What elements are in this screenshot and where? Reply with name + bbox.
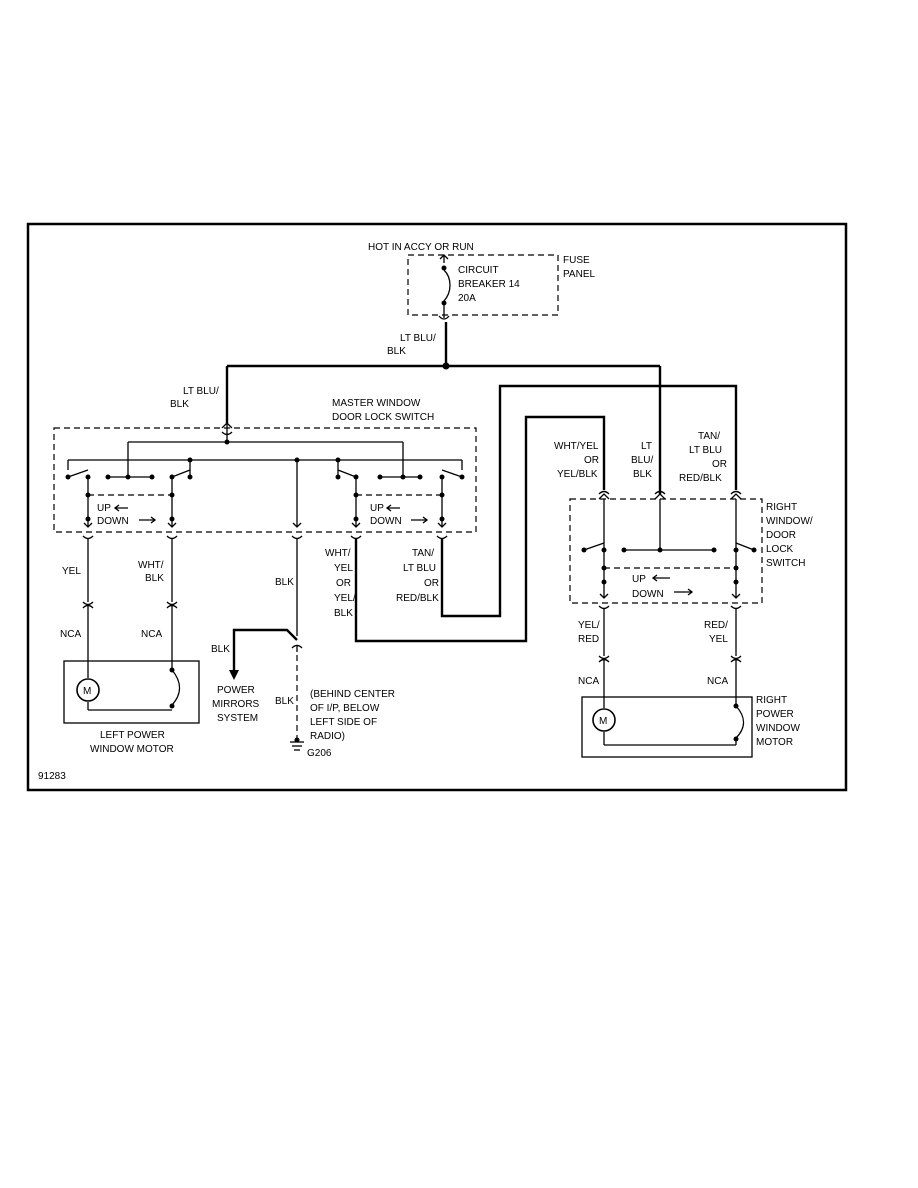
right-out2-label-2: YEL [709, 634, 728, 645]
left-connector-label-2: NCA [141, 629, 162, 640]
main-feed-wire [227, 315, 660, 370]
right-in2-label-3: BLK [633, 469, 652, 480]
right-motor-label-3: WINDOW [756, 723, 800, 734]
diagram-id: 91283 [38, 771, 66, 782]
hot-label: HOT IN ACCY OR RUN [368, 242, 474, 253]
left-motor-wires [82, 535, 178, 672]
ground-id-label: G206 [307, 748, 332, 759]
right-in3-label-1: TAN/ [698, 431, 720, 442]
right-in3-label-2: LT BLU [689, 445, 722, 456]
right-motor-label-4: MOTOR [756, 737, 793, 748]
breaker-label-2: BREAKER 14 [458, 279, 520, 290]
left-up-wire-label: YEL [62, 566, 81, 577]
master-out2-label-2: LT BLU [403, 563, 436, 574]
right-down-label: DOWN [632, 589, 664, 600]
ground-note-4: RADIO) [310, 731, 345, 742]
master-switch-label-2: DOOR LOCK SWITCH [332, 412, 434, 423]
right-in2-label-1: LT [641, 441, 652, 452]
master-ground-wire-label: BLK [275, 577, 294, 588]
right-connector-label-1: NCA [578, 676, 599, 687]
master-out1-label-5: BLK [334, 608, 353, 619]
right-switch-label-3: DOOR [766, 530, 796, 541]
master-out1-label-4: YEL/ [334, 593, 356, 604]
master-out1-label-3: OR [336, 578, 351, 589]
left-down-wire-label-2: BLK [145, 573, 164, 584]
right-switch-internals [581, 490, 757, 599]
right-up-label: UP [632, 574, 646, 585]
right-in1-label-2: OR [584, 455, 599, 466]
left-motor-label-2: WINDOW MOTOR [90, 744, 174, 755]
master-up-label-2: UP [370, 503, 384, 514]
master-out1-label-1: WHT/ [325, 548, 351, 559]
left-motor [63, 660, 200, 724]
right-out1-label-2: RED [578, 634, 599, 645]
master-down-label: DOWN [97, 516, 129, 527]
left-down-wire-label-1: WHT/ [138, 560, 164, 571]
main-feed-label-1: LT BLU/ [400, 333, 436, 344]
mirrors-label-3: SYSTEM [217, 713, 258, 724]
right-motor-label-2: POWER [756, 709, 794, 720]
master-feed-label-2: BLK [170, 399, 189, 410]
right-out1-label-1: YEL/ [578, 620, 600, 631]
master-out2-label-1: TAN/ [412, 548, 434, 559]
master-out1-label-2: YEL [334, 563, 353, 574]
ground-note-3: LEFT SIDE OF [310, 717, 377, 728]
fuse-panel-label-2: PANEL [563, 269, 595, 280]
mirrors-label-1: POWER [217, 685, 255, 696]
master-down-label-2: DOWN [370, 516, 402, 527]
master-to-right-wires [350, 384, 738, 643]
right-switch-label-5: SWITCH [766, 558, 805, 569]
right-in1-label-3: YEL/BLK [557, 469, 598, 480]
right-switch-label-1: RIGHT [766, 502, 797, 513]
master-out2-label-4: RED/BLK [396, 593, 439, 604]
fuse-panel-box [407, 254, 559, 316]
master-out2-label-3: OR [424, 578, 439, 589]
fuse-panel-label-1: FUSE [563, 255, 590, 266]
right-motor [581, 696, 753, 758]
circuit-breaker-symbol [439, 254, 451, 318]
right-in3-label-4: RED/BLK [679, 473, 722, 484]
right-motor-symbol: M [599, 716, 607, 727]
right-connector-label-2: NCA [707, 676, 728, 687]
right-motor-label-1: RIGHT [756, 695, 787, 706]
ground-note-2: OF I/P, BELOW [310, 703, 380, 714]
ground-note-1: (BEHIND CENTER [310, 689, 395, 700]
right-in1-label-1: WHT/YEL [554, 441, 599, 452]
main-feed-label-2: BLK [387, 346, 406, 357]
right-in3-label-3: OR [712, 459, 727, 470]
right-switch-label-4: LOCK [766, 544, 794, 555]
ground-wire-label: BLK [275, 696, 294, 707]
master-feed-label-1: LT BLU/ [183, 386, 219, 397]
master-switch-label-1: MASTER WINDOW [332, 398, 421, 409]
right-in2-label-2: BLU/ [631, 455, 653, 466]
right-out2-label-1: RED/ [704, 620, 728, 631]
right-switch-label-2: WINDOW/ [766, 516, 813, 527]
left-motor-symbol: M [83, 686, 91, 697]
diagram-frame [26, 222, 848, 792]
left-connector-label-1: NCA [60, 629, 81, 640]
master-up-label: UP [97, 503, 111, 514]
ground-and-mirror-wires [229, 535, 304, 751]
right-motor-wires [598, 605, 742, 708]
master-switch-box [53, 427, 477, 533]
mirrors-label-2: MIRRORS [212, 699, 260, 710]
master-switch-internals [65, 422, 465, 528]
mirror-wire-label: BLK [211, 644, 230, 655]
right-switch-box [569, 498, 763, 604]
left-motor-label-1: LEFT POWER [100, 730, 165, 741]
breaker-label-3: 20A [458, 293, 476, 304]
breaker-label-1: CIRCUIT [458, 265, 499, 276]
